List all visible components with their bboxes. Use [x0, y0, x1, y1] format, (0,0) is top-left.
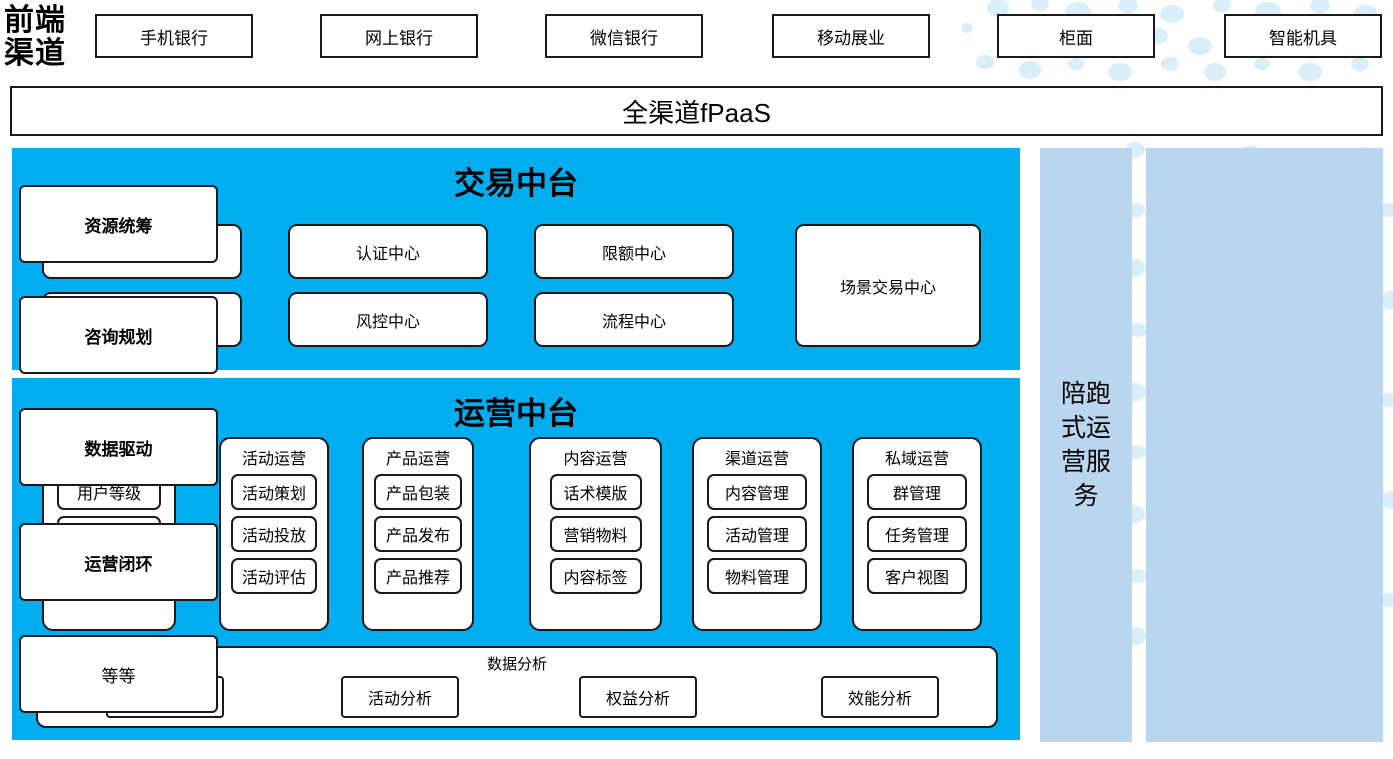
service-capability-etc[interactable]: 等等 — [19, 635, 218, 713]
trade-card-label: 限额中心 — [601, 245, 666, 263]
ops-column-channel-operations[interactable]: 渠道运营 内容管理 活动管理 物料管理 — [692, 437, 822, 631]
ops-item[interactable]: 客户视图 — [867, 558, 967, 594]
ops-column-private-domain-operations[interactable]: 私域运营 群管理 任务管理 客户视图 — [852, 437, 982, 631]
accompanying-operation-service-bar[interactable]: 陪跑式运营服务 — [1040, 148, 1132, 742]
channel-item-wechat-bank[interactable]: 微信银行 — [545, 14, 703, 58]
ops-item[interactable]: 活动评估 — [231, 558, 317, 594]
ops-column-title: 内容运营 — [563, 451, 628, 468]
omnichannel-fpaas-label: 全渠道fPaaS — [622, 97, 771, 128]
channel-item-label: 移动展业 — [817, 28, 885, 48]
trade-card-risk-center[interactable]: 风控中心 — [288, 292, 488, 347]
data-analysis-title: 数据分析 — [486, 656, 547, 673]
ops-item[interactable]: 活动策划 — [231, 474, 317, 510]
trade-card-label: 场景交易中心 — [839, 279, 936, 297]
ops-column-content-operations[interactable]: 内容运营 话术模版 营销物料 内容标签 — [529, 437, 662, 631]
ops-item[interactable]: 内容标签 — [549, 558, 642, 594]
ops-item[interactable]: 话术模版 — [549, 474, 642, 510]
ops-item[interactable]: 物料管理 — [707, 558, 807, 594]
ops-item[interactable]: 活动管理 — [707, 516, 807, 552]
ops-item[interactable]: 营销物料 — [549, 516, 642, 552]
trade-card-label: 认证中心 — [355, 245, 420, 263]
ops-item[interactable]: 产品发布 — [374, 516, 462, 552]
trade-card-scenario-trade-center[interactable]: 场景交易中心 — [795, 224, 981, 347]
ops-item[interactable]: 产品推荐 — [374, 558, 462, 594]
data-analysis-item[interactable]: 效能分析 — [821, 676, 939, 718]
ops-item[interactable]: 活动投放 — [231, 516, 317, 552]
channel-item-label: 微信银行 — [590, 28, 658, 48]
ops-column-product-operations[interactable]: 产品运营 产品包装 产品发布 产品推荐 — [362, 437, 474, 631]
channel-item-smart-machine[interactable]: 智能机具 — [1224, 14, 1382, 58]
omnichannel-fpaas-bar[interactable]: 全渠道fPaaS — [10, 86, 1383, 136]
trade-center-title: 交易中台 — [454, 166, 578, 201]
channel-item-mobile-business[interactable]: 移动展业 — [772, 14, 930, 58]
data-analysis-item[interactable]: 活动分析 — [341, 676, 459, 718]
ops-center-title: 运营中台 — [454, 396, 578, 431]
channel-item-internet-bank[interactable]: 网上银行 — [320, 14, 478, 58]
ops-column-campaign-operations[interactable]: 活动运营 活动策划 活动投放 活动评估 — [219, 437, 329, 631]
service-capability-data-driven[interactable]: 数据驱动 — [19, 408, 218, 486]
ops-item[interactable]: 内容管理 — [707, 474, 807, 510]
service-capability-operation-closed-loop[interactable]: 运营闭环 — [19, 523, 218, 601]
trade-card-process-center[interactable]: 流程中心 — [534, 292, 734, 347]
channel-item-mobile-bank[interactable]: 手机银行 — [95, 14, 253, 58]
channel-item-label: 柜面 — [1059, 28, 1093, 48]
channel-item-label: 智能机具 — [1269, 28, 1337, 48]
ops-column-title: 产品运营 — [385, 451, 450, 468]
trade-card-auth-center[interactable]: 认证中心 — [288, 224, 488, 279]
ops-column-title: 渠道运营 — [724, 451, 789, 468]
trade-card-label: 风控中心 — [355, 313, 420, 331]
channel-item-label: 网上银行 — [365, 28, 433, 48]
trade-card-label: 流程中心 — [601, 313, 666, 331]
ops-column-title: 私域运营 — [884, 451, 949, 468]
service-capability-consulting-planning[interactable]: 咨询规划 — [19, 296, 218, 374]
ops-item[interactable]: 群管理 — [867, 474, 967, 510]
service-capability-resource-coordination[interactable]: 资源统筹 — [19, 185, 218, 263]
channel-item-label: 手机银行 — [140, 28, 208, 48]
service-bar-label: 陪跑式运营服务 — [1060, 380, 1111, 510]
front-channel-label: 前端渠道 — [4, 4, 66, 70]
ops-item[interactable]: 产品包装 — [374, 474, 462, 510]
data-analysis-item[interactable]: 权益分析 — [579, 676, 697, 718]
trade-card-limit-center[interactable]: 限额中心 — [534, 224, 734, 279]
service-capability-panel — [1146, 148, 1383, 742]
channel-item-counter[interactable]: 柜面 — [997, 14, 1155, 58]
ops-column-title: 活动运营 — [241, 451, 306, 468]
ops-item[interactable]: 任务管理 — [867, 516, 967, 552]
